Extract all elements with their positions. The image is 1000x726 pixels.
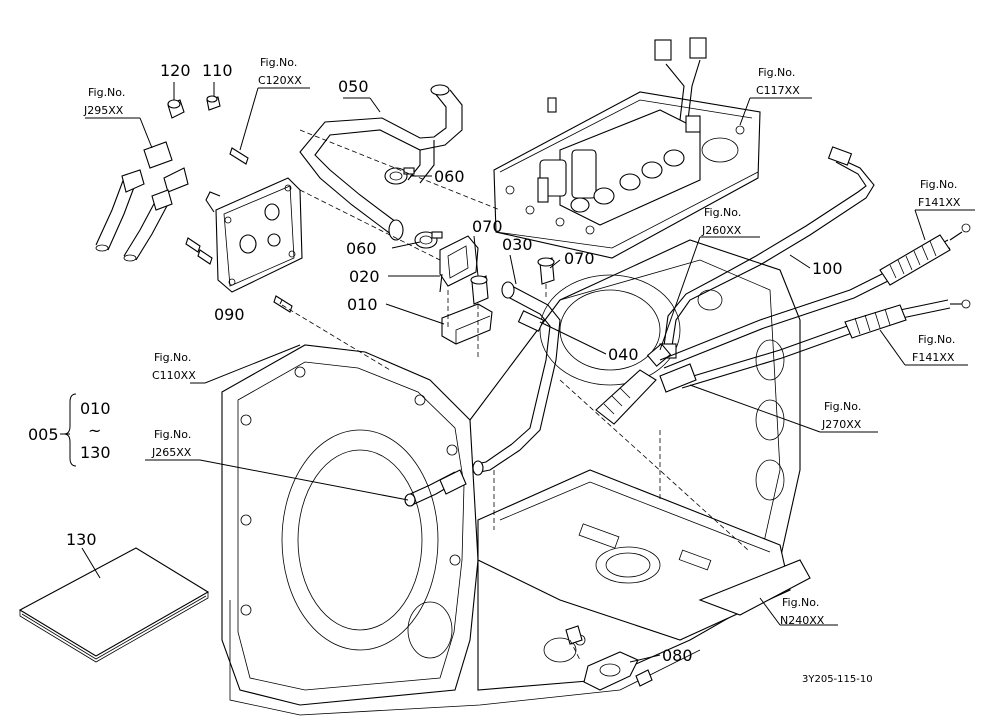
cover-plate-090	[205, 177, 303, 293]
svg-text:Fig.No.: Fig.No.	[704, 206, 741, 219]
fig-ref-c117: Fig.No. C117XX	[756, 66, 800, 97]
hose-clamp-060-lower	[414, 231, 443, 249]
svg-text:Fig.No.: Fig.No.	[88, 86, 125, 99]
fig-ref-j270: Fig.No. J270XX	[821, 400, 862, 431]
svg-text:J295XX: J295XX	[83, 104, 124, 117]
svg-text:Fig.No.: Fig.No.	[758, 66, 795, 79]
control-valve-assembly	[493, 37, 761, 259]
svg-text:J265XX: J265XX	[151, 446, 192, 459]
callout-020: 020	[349, 267, 380, 286]
set-from: 010	[80, 399, 111, 418]
svg-text:F141XX: F141XX	[918, 196, 961, 209]
svg-text:J260XX: J260XX	[701, 224, 742, 237]
callout-110: 110	[202, 61, 233, 80]
svg-text:Fig.No.: Fig.No.	[782, 596, 819, 609]
callout-030: 030	[502, 235, 533, 254]
set-to: 130	[80, 443, 111, 462]
bolts-cover	[185, 147, 293, 313]
transmission-case	[221, 239, 811, 716]
bracket-020	[439, 235, 479, 293]
callout-090: 090	[214, 305, 245, 324]
fig-ref-j265: Fig.No. J265XX	[151, 428, 192, 459]
fittings-j295	[95, 141, 189, 262]
callout-130: 130	[66, 530, 97, 549]
plug-110	[206, 95, 221, 111]
callout-100: 100	[812, 259, 843, 278]
cable-f141-upper	[659, 223, 971, 369]
callout-050: 050	[338, 77, 369, 96]
leader-lines	[81, 82, 975, 663]
fig-ref-c120: Fig.No. C120XX	[258, 56, 302, 87]
fig-ref-f141-upper: Fig.No. F141XX	[918, 178, 961, 209]
fig-ref-j260: Fig.No. J260XX	[701, 206, 742, 237]
bolt-070-right	[537, 257, 555, 285]
clip-j265	[439, 469, 467, 495]
owners-manual-130	[18, 547, 210, 663]
cable-f141-lower	[679, 299, 971, 389]
set-bracket-005: 005 010 ~ 130	[28, 393, 111, 467]
callout-070-right: 070	[564, 249, 595, 268]
svg-text:Fig.No.: Fig.No.	[920, 178, 957, 191]
callout-labels: 120 110 050 060 060 070 030 070 020 010 …	[66, 61, 843, 665]
svg-text:C120XX: C120XX	[258, 74, 302, 87]
svg-text:Fig.No.: Fig.No.	[260, 56, 297, 69]
svg-text:Fig.No.: Fig.No.	[824, 400, 861, 413]
fig-ref-c110: Fig.No. C110XX	[152, 351, 196, 382]
cover-080	[565, 625, 653, 691]
callout-060-upper: 060	[434, 167, 465, 186]
svg-text:C117XX: C117XX	[756, 84, 800, 97]
fig-ref-n240: Fig.No. N240XX	[780, 596, 825, 627]
figure-references: Fig.No. J295XX Fig.No. C120XX Fig.No. C1…	[83, 56, 961, 627]
dashed-assembly-lines	[281, 129, 749, 661]
callout-040: 040	[608, 345, 639, 364]
svg-text:F141XX: F141XX	[912, 351, 955, 364]
fig-ref-f141-lower: Fig.No. F141XX	[912, 333, 955, 364]
svg-text:N240XX: N240XX	[780, 614, 825, 627]
callout-120: 120	[160, 61, 191, 80]
svg-text:Fig.No.: Fig.No.	[918, 333, 955, 346]
callout-080: 080	[662, 646, 693, 665]
clamp-j270	[659, 363, 697, 393]
pipe-030	[472, 281, 561, 476]
svg-text:C110XX: C110XX	[152, 369, 196, 382]
fitting-j260	[595, 343, 672, 425]
svg-text:J270XX: J270XX	[821, 418, 862, 431]
svg-text:Fig.No.: Fig.No.	[154, 428, 191, 441]
svg-text:Fig.No.: Fig.No.	[154, 351, 191, 364]
set-code: 005	[28, 425, 59, 444]
callout-070-left: 070	[472, 217, 503, 236]
bracket-010	[441, 303, 493, 345]
fig-ref-j295: Fig.No. J295XX	[83, 86, 125, 117]
bolt-070-left	[470, 275, 489, 305]
pipe-050	[299, 84, 463, 241]
callout-010: 010	[347, 295, 378, 314]
callout-060-lower: 060	[346, 239, 377, 258]
plug-120	[167, 99, 185, 119]
set-tilde: ~	[88, 421, 101, 440]
drawing-code: 3Y205-115-10	[802, 674, 873, 685]
hose-clamp-060-upper	[384, 167, 415, 185]
